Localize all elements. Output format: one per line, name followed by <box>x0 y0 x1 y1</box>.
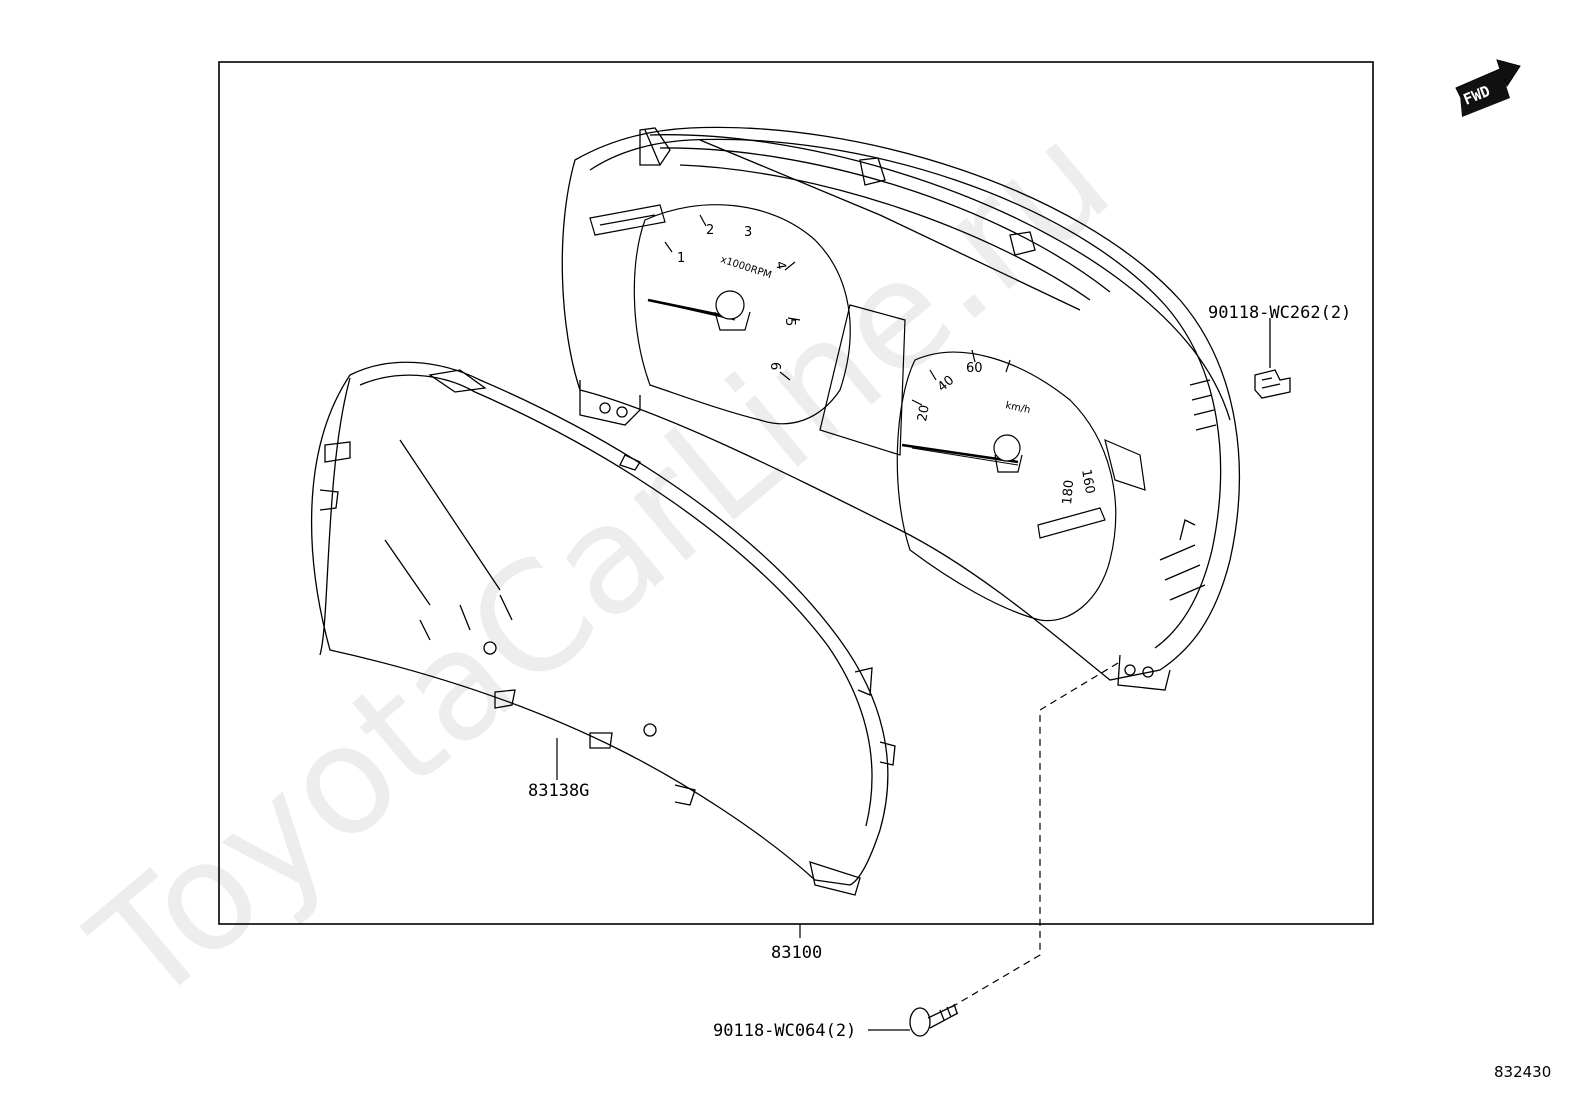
screw-part-icon <box>868 1003 959 1037</box>
part-label-assembly: 83100 <box>771 943 822 963</box>
instrument-cluster-housing <box>561 126 1241 691</box>
part-label-screw: 90118-WC064(2) <box>713 1021 856 1041</box>
part-label-clip: 90118-WC262(2) <box>1208 303 1351 323</box>
forward-arrow-icon: FWD <box>1455 59 1521 117</box>
part-label-lens: 83138G <box>528 781 589 801</box>
tachometer-unit: x1000RPM <box>719 254 773 281</box>
tach-tick-6: 6 <box>767 362 782 370</box>
tach-tick-5: 5 <box>782 318 797 326</box>
clip-part-icon <box>1254 318 1291 399</box>
cluster-lens <box>310 361 896 896</box>
cluster-face <box>589 204 1146 622</box>
speed-tick-60: 60 <box>966 361 983 376</box>
speed-tick-180: 180 <box>1060 479 1077 505</box>
speed-tick-20: 20 <box>915 404 933 423</box>
tach-tick-3: 3 <box>744 225 752 240</box>
leader-lines <box>556 662 1119 1009</box>
speed-tick-160: 160 <box>1078 468 1097 495</box>
tach-tick-4: 4 <box>772 260 788 271</box>
speedometer: km/h 20 40 60 160 180 <box>901 349 1097 505</box>
speedometer-unit: km/h <box>1004 400 1031 416</box>
center-display <box>819 304 906 456</box>
tach-tick-1: 1 <box>677 251 685 266</box>
diagram-reference-number: 832430 <box>1494 1063 1551 1081</box>
assembly-frame <box>218 61 1374 925</box>
tach-tick-2: 2 <box>706 223 714 238</box>
